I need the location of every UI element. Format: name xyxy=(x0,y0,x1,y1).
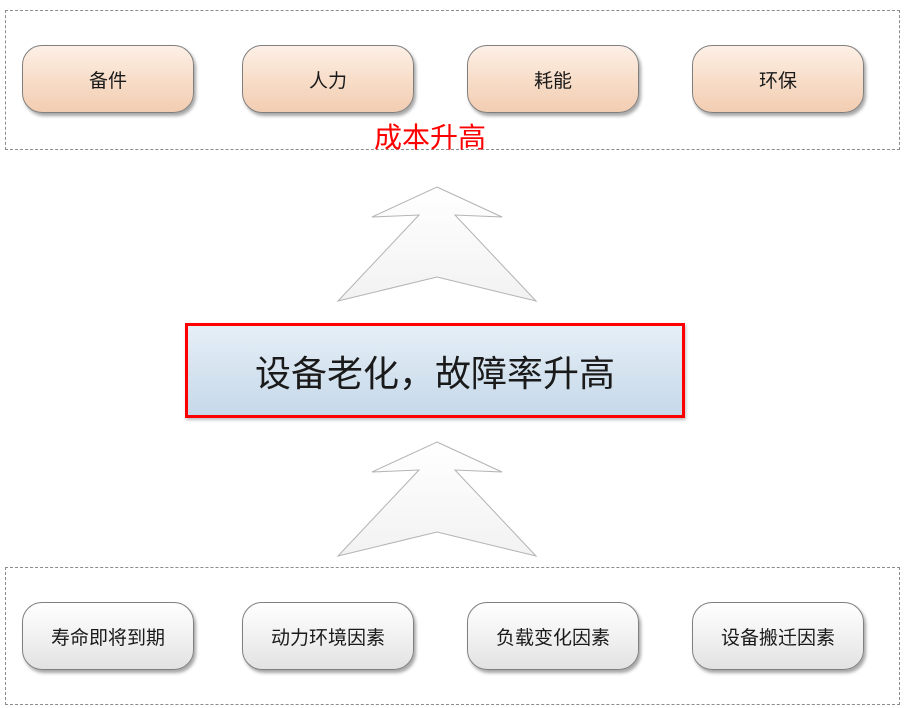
upward-chevron-arrow-icon xyxy=(336,186,538,302)
cost-item-spare-parts: 备件 xyxy=(22,45,194,113)
cost-rise-caption: 成本升高 xyxy=(374,121,487,154)
bottom-factor-group xyxy=(5,567,900,705)
cost-item-environment: 环保 xyxy=(692,45,864,113)
cause-item-end-of-life: 寿命即将到期 xyxy=(22,602,194,670)
cause-item-power-environment: 动力环境因素 xyxy=(242,602,414,670)
cost-item-manpower: 人力 xyxy=(242,45,414,113)
upward-chevron-arrow-icon xyxy=(336,441,538,557)
cause-item-relocation: 设备搬迁因素 xyxy=(692,602,864,670)
cost-item-energy: 耗能 xyxy=(467,45,639,113)
top-factor-group xyxy=(5,10,900,150)
equipment-aging-box: 设备老化，故障率升高 xyxy=(185,323,685,418)
cause-item-load-change: 负载变化因素 xyxy=(467,602,639,670)
